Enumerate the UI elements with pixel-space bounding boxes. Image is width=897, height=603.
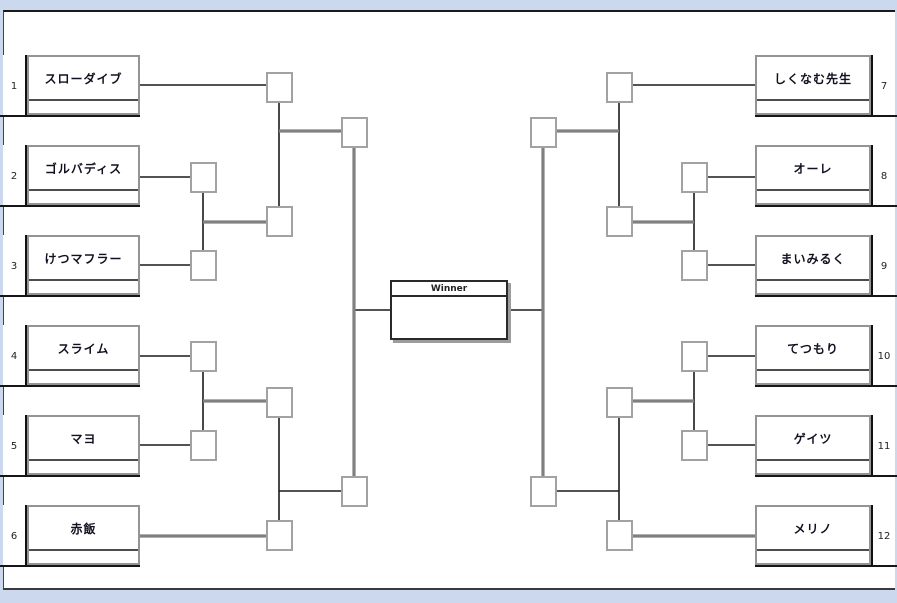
seed-number: 12 <box>871 505 895 567</box>
player-name-box: まいみるく <box>755 235 871 295</box>
player-row: まいみるく 9 <box>755 235 897 297</box>
player-row: 5 マヨ <box>0 415 140 477</box>
player-name: まいみるく <box>780 251 846 266</box>
player-row: しくなむ先生 7 <box>755 55 897 117</box>
connector-slot <box>341 117 368 148</box>
player-name-box: スローダイブ <box>27 55 140 115</box>
player-row: メリノ 12 <box>755 505 897 567</box>
seed-number: 9 <box>871 235 895 297</box>
player-row: てつもり 10 <box>755 325 897 387</box>
player-name-box: オーレ <box>755 145 871 205</box>
connector-slot <box>681 162 708 193</box>
seed-number: 11 <box>871 415 895 477</box>
seed-number: 5 <box>3 415 27 477</box>
player-name: メリノ <box>793 521 833 536</box>
seed-number: 4 <box>3 325 27 387</box>
connector-slot <box>606 387 633 418</box>
connector-slot <box>190 430 217 461</box>
connector-slot <box>681 430 708 461</box>
seed-number: 1 <box>3 55 27 117</box>
connector-slot <box>606 72 633 103</box>
player-name: オーレ <box>793 161 833 176</box>
player-name-box: けつマフラー <box>27 235 140 295</box>
name-separator <box>29 549 138 551</box>
connector-slot <box>341 476 368 507</box>
seed-number: 7 <box>871 55 895 117</box>
connector-slot <box>190 162 217 193</box>
connector-slot <box>266 387 293 418</box>
seed-number: 6 <box>3 505 27 567</box>
player-row: 2 ゴルバディス <box>0 145 140 207</box>
connector-slot <box>681 250 708 281</box>
player-row: ゲイツ 11 <box>755 415 897 477</box>
seed-number: 2 <box>3 145 27 207</box>
connector-slot <box>266 72 293 103</box>
name-separator <box>29 189 138 191</box>
connector-slot <box>530 476 557 507</box>
name-separator <box>29 459 138 461</box>
player-name: マヨ <box>70 431 97 446</box>
player-name-box: 赤飯 <box>27 505 140 565</box>
player-name-box: メリノ <box>755 505 871 565</box>
player-name: しくなむ先生 <box>773 71 852 86</box>
seed-number: 8 <box>871 145 895 207</box>
connector-slot <box>530 117 557 148</box>
player-name-box: マヨ <box>27 415 140 475</box>
player-row: 6 赤飯 <box>0 505 140 567</box>
name-separator <box>757 99 869 101</box>
player-name: スローダイブ <box>44 71 123 86</box>
connector-slot <box>190 341 217 372</box>
name-separator <box>29 279 138 281</box>
player-row: オーレ 8 <box>755 145 897 207</box>
name-separator <box>29 369 138 371</box>
player-name: ゴルバディス <box>44 161 123 176</box>
seed-number: 10 <box>871 325 895 387</box>
player-name-box: しくなむ先生 <box>755 55 871 115</box>
player-row: 3 けつマフラー <box>0 235 140 297</box>
connector-slot <box>606 206 633 237</box>
connector-slot <box>606 520 633 551</box>
player-row: 4 スライム <box>0 325 140 387</box>
player-row: 1 スローダイブ <box>0 55 140 117</box>
player-name-box: ゴルバディス <box>27 145 140 205</box>
player-name-box: てつもり <box>755 325 871 385</box>
player-name: けつマフラー <box>44 251 123 266</box>
connector-slot <box>266 520 293 551</box>
player-name-box: ゲイツ <box>755 415 871 475</box>
name-separator <box>757 459 869 461</box>
connector-slot <box>681 341 708 372</box>
player-name-box: スライム <box>27 325 140 385</box>
player-name: てつもり <box>787 341 839 356</box>
name-separator <box>757 369 869 371</box>
winner-box: Winner <box>390 280 508 340</box>
name-separator <box>757 549 869 551</box>
player-name: 赤飯 <box>70 521 97 536</box>
connector-slot <box>190 250 217 281</box>
name-separator <box>757 189 869 191</box>
name-separator <box>29 99 138 101</box>
player-name: スライム <box>57 341 110 356</box>
player-name: ゲイツ <box>793 431 833 446</box>
winner-label: Winner <box>392 282 506 297</box>
seed-number: 3 <box>3 235 27 297</box>
connector-slot <box>266 206 293 237</box>
name-separator <box>757 279 869 281</box>
